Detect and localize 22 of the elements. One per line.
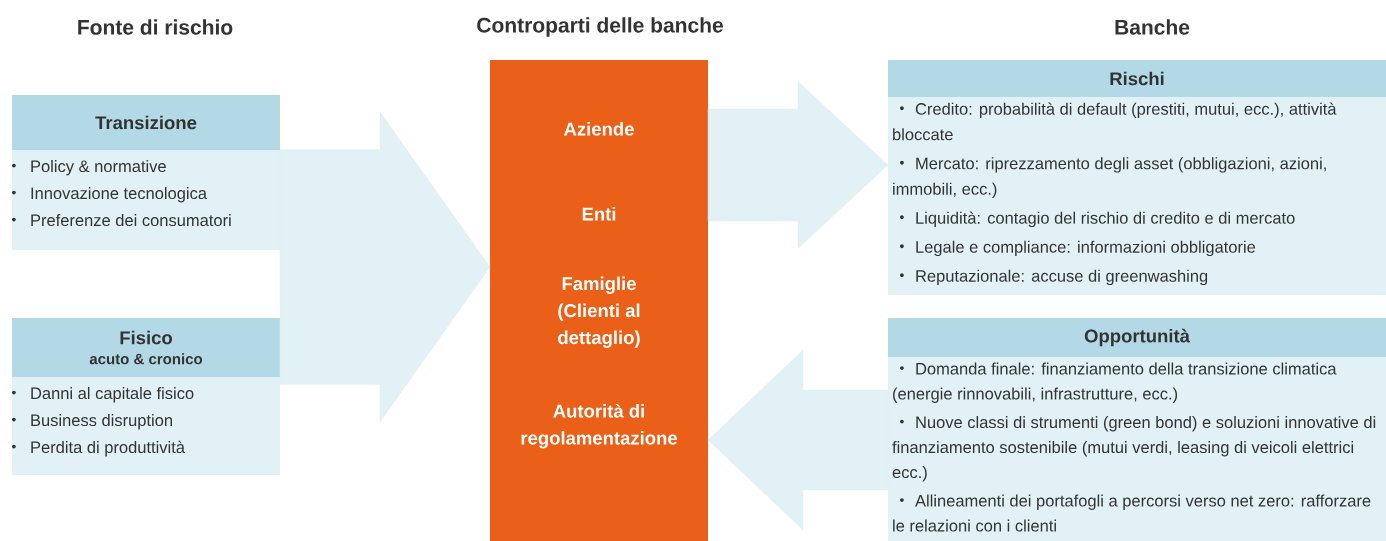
node-label: Opportunità <box>1084 328 1190 347</box>
node-label: Nuove classi di strumenti (green bond) e soluzioni innovative di finanziamento sostenibile (mutui verdi, leasing di veicoli elettrici ecc.) <box>892 416 1376 482</box>
block-arrow <box>707 81 889 249</box>
column-heading: Banche <box>1115 19 1190 35</box>
node-label: Fisico <box>120 330 173 345</box>
block-arrow <box>279 111 491 423</box>
category-box: Transizione Policy & normative Innovazione tecnologica Preferenze dei consumatori <box>12 95 280 250</box>
category-box: Fisico acuto & cronico Danni al capitale fisico Business disruption Perdita di produttività <box>12 318 280 475</box>
category-box: Rischi Credito: probabilità di default (prestiti, mutui, ecc.), attività bloccate Mercato: riprezzamento degli asset (obbligazioni, azioni, immobili, ecc.) Liquidità: contagio del rischio di credito e di mercato Legale e compliance: informazioni obbligatorie Reputazionale: accuse di greenwashing <box>888 60 1386 295</box>
column-heading: Controparti delle banche <box>477 17 723 37</box>
node-label: Preferenze dei consumatori <box>31 214 231 227</box>
node-label: Domanda finale: finanziamento della transizione climatica (energie rinnovabili, infrastrutture, ecc.) <box>893 362 1337 403</box>
node-label: Policy & normative <box>31 160 166 176</box>
node-label: acuto & cronico <box>89 353 203 365</box>
node-label: Rischi <box>1110 71 1164 86</box>
node-label: Transizione <box>95 115 197 130</box>
node-label: Innovazione tecnologica <box>31 187 207 203</box>
counterparty-box: Aziende Enti Famiglie (Clienti al dettaglio) Autorità di regolamentazione <box>490 60 708 541</box>
block-arrow <box>707 349 889 531</box>
category-box: Opportunità Domanda finale: finanziamento della transizione climatica (energie rinnovabili, infrastrutture, ecc.) Nuove classi di strumenti (green bond) e soluzioni innovative di finanziamento sostenibile (mutui verdi, leasing di veicoli elettrici ecc.) Allineamenti dei portafogli a percorsi verso net zero: rafforzare le relazioni con i clienti <box>888 318 1386 541</box>
node-label: Allineamenti dei portafogli a percorsi verso net zero: rafforzare le relazioni con i clienti <box>893 494 1371 532</box>
column-heading: Fonte di rischio <box>78 19 233 35</box>
